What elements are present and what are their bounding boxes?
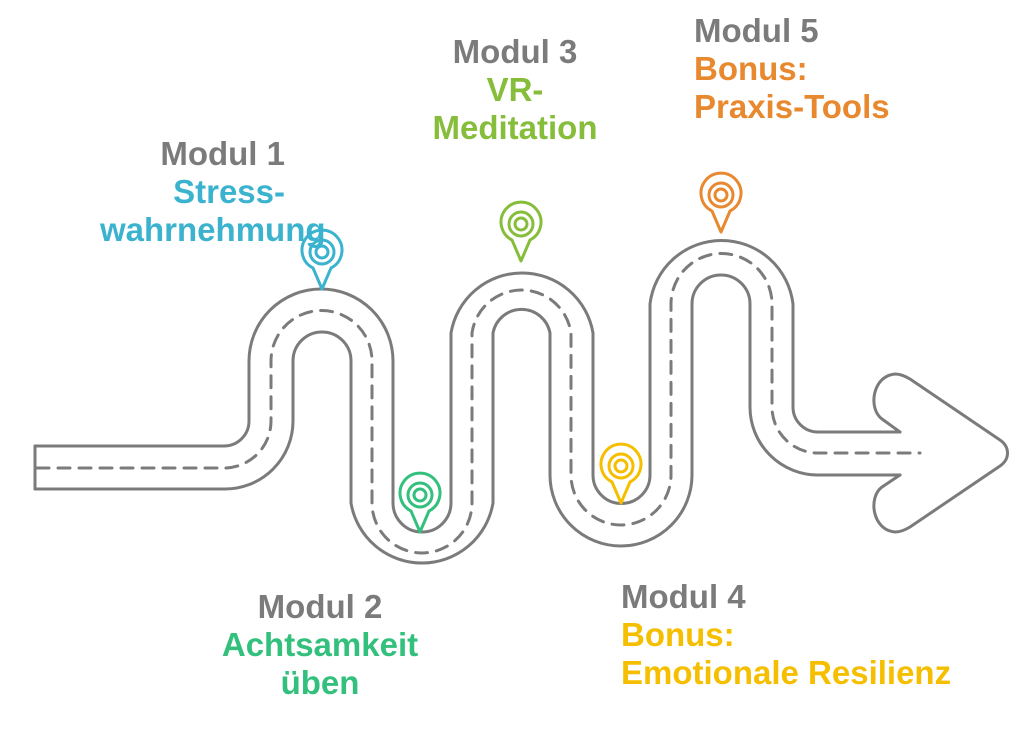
module-1-location-pin-icon <box>300 228 344 291</box>
module-1-title-line-1: Stress- <box>173 172 285 210</box>
pin-ring <box>308 238 336 266</box>
pin-ring <box>507 210 535 238</box>
module-3-title-line-2: Meditation <box>432 108 598 146</box>
module-3-title-line-1: VR- <box>486 70 544 108</box>
module-4-title-line-2: Emotionale Resilienz <box>621 653 952 691</box>
winding-road <box>33 238 1009 565</box>
pin-center <box>412 487 428 503</box>
pin-ring <box>607 452 635 480</box>
pin-center <box>613 458 629 474</box>
module-4-label: Modul 4 Bonus: Emotionale Resilienz <box>621 578 1021 692</box>
road-center-line <box>35 252 922 555</box>
module-3-location-pin-icon <box>499 200 543 263</box>
module-2-title-line-1: Achtsamkeit <box>221 625 419 663</box>
module-pins <box>300 171 743 534</box>
pin-center <box>314 244 330 260</box>
module-2-title-line-2: üben <box>280 663 360 701</box>
pin-ring <box>406 481 434 509</box>
pin-center <box>513 216 529 232</box>
module-2-label: Modul 2 Achtsamkeit üben <box>180 588 460 702</box>
module-5-number: Modul 5 <box>694 12 819 49</box>
module-5-title-line-2: Praxis-Tools <box>694 87 890 125</box>
road-edge-bottom <box>33 273 902 565</box>
module-2-location-pin-icon <box>398 471 442 534</box>
road-edge-top <box>33 238 902 534</box>
pin-ring <box>707 181 735 209</box>
module-1-label: Modul 1 Stress- wahrnehmung <box>100 135 326 249</box>
module-4-number: Modul 4 <box>621 578 746 615</box>
pin-center <box>713 187 729 203</box>
module-5-title-line-1: Bonus: <box>694 49 808 87</box>
module-1-number: Modul 1 <box>160 135 285 172</box>
module-5-location-pin-icon <box>699 171 743 234</box>
module-3-number: Modul 3 <box>452 33 578 70</box>
module-4-location-pin-icon <box>599 442 643 505</box>
module-5-label: Modul 5 Bonus: Praxis-Tools <box>694 12 994 126</box>
module-4-title-line-1: Bonus: <box>621 615 735 653</box>
module-3-label: Modul 3 VR- Meditation <box>400 33 630 147</box>
module-2-number: Modul 2 <box>257 588 383 625</box>
arrow-right-icon <box>872 372 1009 534</box>
module-1-title-line-2: wahrnehmung <box>100 210 326 248</box>
